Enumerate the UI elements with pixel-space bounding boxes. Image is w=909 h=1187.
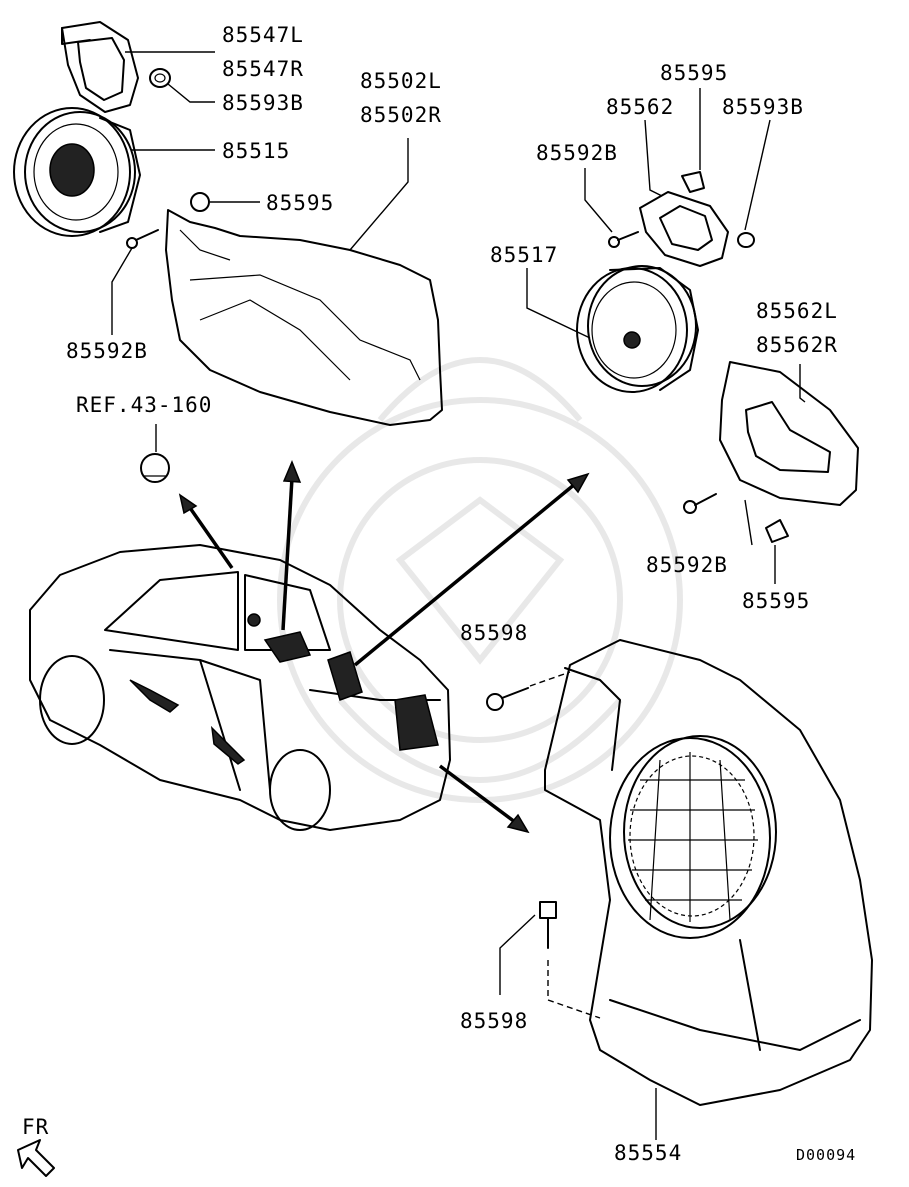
label-85595-top: 85595	[266, 191, 334, 215]
screw-icon	[539, 901, 557, 949]
label-85592B-right: 85592B	[646, 553, 728, 577]
car-icon	[29, 544, 451, 831]
door-trim-85502	[165, 192, 443, 426]
front-arrow-icon	[17, 1139, 55, 1177]
front-label: FR	[22, 1115, 49, 1139]
clip-icon	[149, 68, 171, 88]
label-85593B-top: 85593B	[222, 91, 304, 115]
tweeter-cover-85547	[61, 21, 139, 113]
label-85598-upper: 85598	[460, 621, 528, 645]
screw-icon	[486, 687, 529, 711]
label-85592B-left: 85592B	[66, 339, 148, 363]
label-85547R: 85547R	[222, 57, 304, 81]
subwoofer-icon	[544, 639, 873, 1106]
speaker-adapter-85562L-R	[719, 361, 859, 506]
speaker-icon	[13, 107, 141, 237]
clip-icon	[737, 232, 755, 248]
label-85562L: 85562L	[756, 299, 838, 323]
label-85592B-mid: 85592B	[536, 141, 618, 165]
clip-icon	[765, 519, 789, 543]
label-85547L: 85547L	[222, 23, 304, 47]
label-85595-lower: 85595	[742, 589, 810, 613]
screw-icon	[126, 229, 159, 249]
label-85562: 85562	[606, 95, 674, 119]
clip-icon	[681, 171, 705, 193]
label-85562R: 85562R	[756, 333, 838, 357]
label-85593B-right: 85593B	[722, 95, 804, 119]
tweeter-icon	[140, 453, 170, 483]
diagram-code: D00094	[796, 1146, 856, 1164]
label-85554: 85554	[614, 1141, 682, 1165]
label-ref-43-160: REF.43-160	[76, 393, 212, 417]
label-85595-right: 85595	[660, 61, 728, 85]
screw-icon	[683, 493, 717, 514]
label-85598-lower: 85598	[460, 1009, 528, 1033]
watermark-logo	[277, 357, 683, 803]
speaker-adapter-85562	[639, 191, 729, 267]
label-85502R: 85502R	[360, 103, 442, 127]
label-85502L: 85502L	[360, 69, 442, 93]
label-85517: 85517	[490, 243, 558, 267]
speaker-icon	[576, 265, 699, 393]
label-85515: 85515	[222, 139, 290, 163]
screw-icon	[608, 231, 639, 248]
